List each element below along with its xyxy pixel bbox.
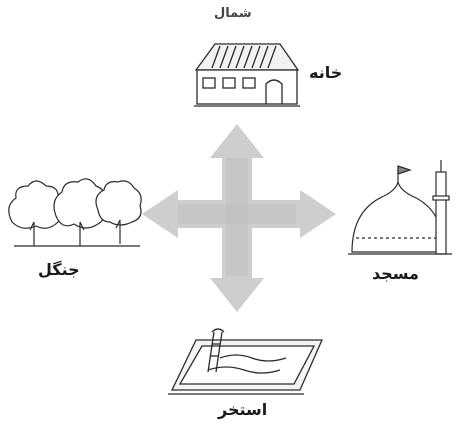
north-direction-label: شمال <box>214 6 252 21</box>
forest-icon <box>8 178 142 247</box>
pool-label: استخر <box>218 400 268 419</box>
house-label: خانه <box>309 63 343 82</box>
mosque-icon <box>348 160 452 255</box>
mosque-label: مسجد <box>372 264 419 283</box>
pool-icon <box>168 328 323 395</box>
house-icon <box>194 43 300 107</box>
forest-label: جنگل <box>38 260 80 279</box>
compass-arrows-icon <box>142 124 336 312</box>
